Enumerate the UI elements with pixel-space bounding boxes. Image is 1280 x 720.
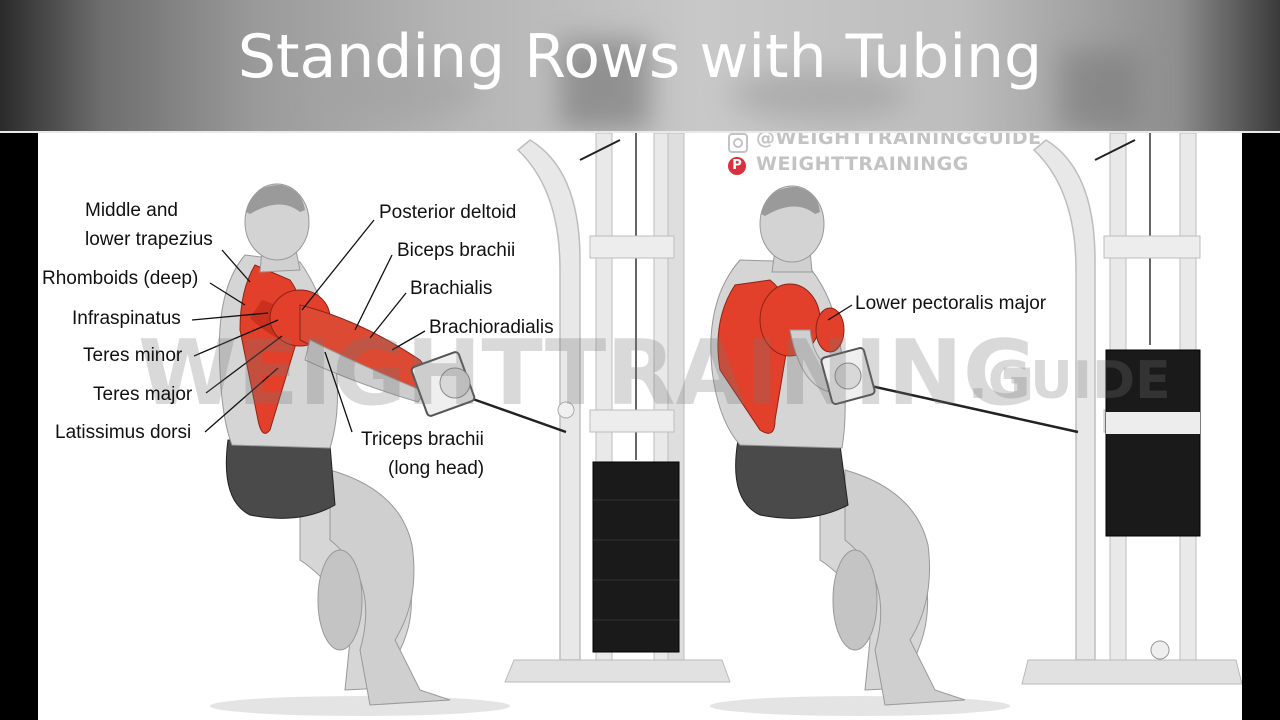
- exercise-illustration: WEIGHTTRAINING .GUIDE @WEIGHTTRAININGGUI…: [38, 133, 1242, 720]
- label-rhomboids: Rhomboids (deep): [42, 268, 199, 289]
- label-middle-trapezius-line1: Middle and: [85, 200, 178, 221]
- label-leader-lines: [191, 219, 853, 433]
- label-posterior-deltoid: Posterior deltoid: [379, 202, 517, 223]
- label-middle-trapezius-line2: lower trapezius: [85, 229, 213, 250]
- label-triceps-brachii-line2: (long head): [388, 458, 485, 479]
- label-latissimus-dorsi: Latissimus dorsi: [55, 422, 192, 443]
- tubing-handle-right: [820, 347, 876, 405]
- label-triceps-brachii-line1: Triceps brachii: [361, 429, 484, 450]
- header-divider: [0, 131, 1280, 133]
- pinterest-handle: WEIGHTTRAININGG: [756, 153, 969, 175]
- watermark-suffix: .GUIDE: [968, 351, 1171, 411]
- label-infraspinatus: Infraspinatus: [72, 308, 181, 329]
- instagram-icon: [728, 133, 748, 153]
- label-lower-pectoralis-major: Lower pectoralis major: [855, 293, 1047, 314]
- tubing-handle-left: [410, 351, 476, 417]
- instagram-handle: @WEIGHTTRAININGGUIDE: [756, 133, 1042, 149]
- label-brachialis: Brachialis: [410, 278, 493, 299]
- label-teres-major: Teres major: [93, 384, 193, 405]
- cable-machine-right: [861, 133, 1242, 685]
- label-biceps-brachii: Biceps brachii: [397, 240, 516, 261]
- figure-arms-pulled: [710, 185, 966, 706]
- page-title: Standing Rows with Tubing: [237, 22, 1043, 92]
- watermark-text: WEIGHTTRAINING: [138, 321, 1037, 426]
- pinterest-icon: P: [728, 157, 746, 175]
- label-teres-minor: Teres minor: [83, 345, 183, 366]
- label-brachioradialis: Brachioradialis: [429, 317, 554, 338]
- title-banner-blur: [320, 40, 1140, 130]
- cable-machine-left: [469, 133, 731, 683]
- anatomy-illustration: [191, 133, 1242, 716]
